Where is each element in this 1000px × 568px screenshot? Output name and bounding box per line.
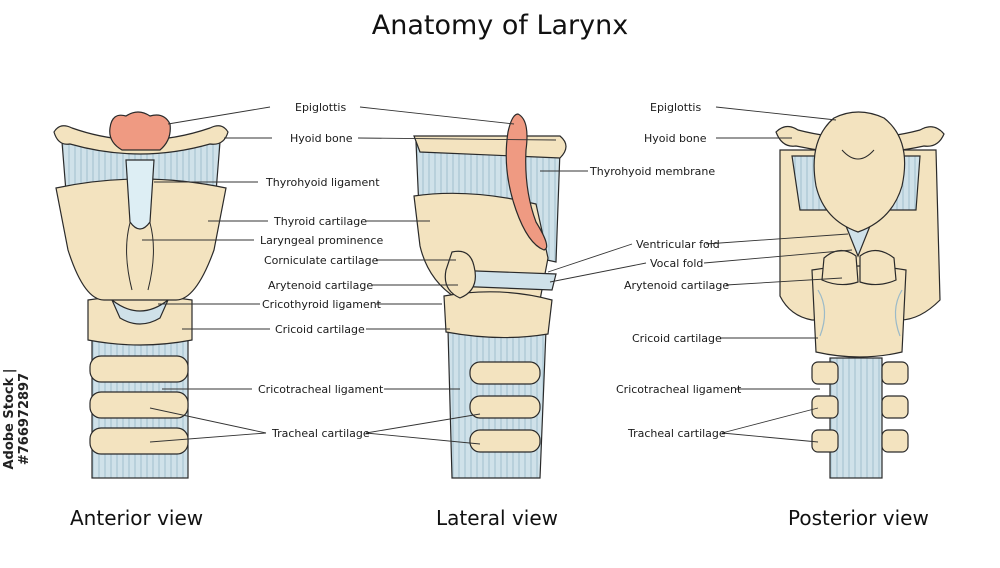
posterior-tracheal-ring [881,395,909,419]
label-epiglottis: Epiglottis [295,101,347,114]
leader-line [365,413,481,434]
label-ventricular-fold: Ventricular fold [636,238,720,251]
label-laryngeal-prominence: Laryngeal prominence [260,234,384,247]
posterior-epiglottis [813,111,906,233]
label-tracheal-cartilage: Tracheal cartilage [272,427,370,440]
leader-line [149,407,267,434]
leader-line [359,106,515,125]
leader-line [715,106,837,121]
caption-posterior-view: Posterior view [788,506,929,530]
label-corniculate-cartilage: Corniculate cartilage [264,254,379,267]
leader-line [149,432,267,443]
label-arytenoid-cartilage-2: Arytenoid cartilage [624,279,730,292]
stock-watermark-text: Adobe Stock | #766972897 [2,368,32,470]
label-cricoid-cartilage: Cricoid cartilage [275,323,365,336]
label-arytenoid-cartilage: Arytenoid cartilage [268,279,374,292]
posterior-tracheal-ring [881,361,909,385]
lateral-tracheal-ring [469,361,541,385]
label-tracheal-cartilage-posterior: Tracheal cartilage [628,427,726,440]
posterior-arytenoid [859,249,897,286]
leader-line [705,233,849,245]
posterior-arytenoid [821,249,859,286]
anterior-view-drawing [53,111,229,479]
label-thyrohyoid-ligament: Thyrohyoid ligament [266,176,380,189]
leader-line [721,407,819,434]
anterior-tracheal-ring [89,427,189,455]
label-thyroid-cartilage: Thyroid cartilage [274,215,367,228]
anterior-tracheal-ring [89,391,189,419]
lateral-hyoid-bone [413,135,567,159]
leader-lines [142,106,853,445]
label-epiglottis-posterior: Epiglottis [650,101,702,114]
lateral-epiglottis [505,113,548,251]
label-hyoid-bone-posterior: Hyoid bone [644,132,707,145]
label-hyoid-bone: Hyoid bone [290,132,353,145]
page-title: Anatomy of Larynx [371,10,629,41]
posterior-tracheal-ring [811,395,839,419]
anterior-thyroid-cartilage [55,178,227,301]
posterior-tracheal-ring [881,429,909,453]
label-cricoid-cartilage-posterior: Cricoid cartilage [632,332,722,345]
label-cricotracheal-ligament: Cricotracheal ligament [258,383,384,396]
posterior-tracheal-ring [811,429,839,453]
lateral-tracheal-ring [469,429,541,453]
stock-watermark: Adobe Stock | #766972897 [2,330,32,500]
anterior-hyoid-bone [53,125,229,155]
lateral-cricoid [443,291,553,339]
leader-line [167,106,271,125]
leader-line [703,249,853,264]
leader-line [549,262,647,283]
leader-line [721,432,819,443]
anterior-tracheal-ring [89,355,189,383]
leader-line [365,432,481,445]
caption-anterior-view: Anterior view [70,506,204,530]
label-cricothyroid-ligament: Cricothyroid ligament [262,298,381,311]
leader-line [547,243,633,273]
caption-lateral-view: Lateral view [436,506,558,530]
label-thyrohyoid-membrane: Thyrohyoid membrane [590,165,716,178]
leader-line [357,137,557,141]
lateral-tracheal-ring [469,395,541,419]
posterior-tracheal-ring [811,361,839,385]
lateral-view-drawing [413,113,567,479]
anterior-epiglottis [109,111,171,151]
leader-line [725,277,843,286]
posterior-view-drawing [775,111,945,479]
label-cricotracheal-ligament-posterior: Cricotracheal ligament [616,383,742,396]
label-vocal-fold: Vocal fold [650,257,704,270]
lateral-arytenoid [444,250,476,299]
